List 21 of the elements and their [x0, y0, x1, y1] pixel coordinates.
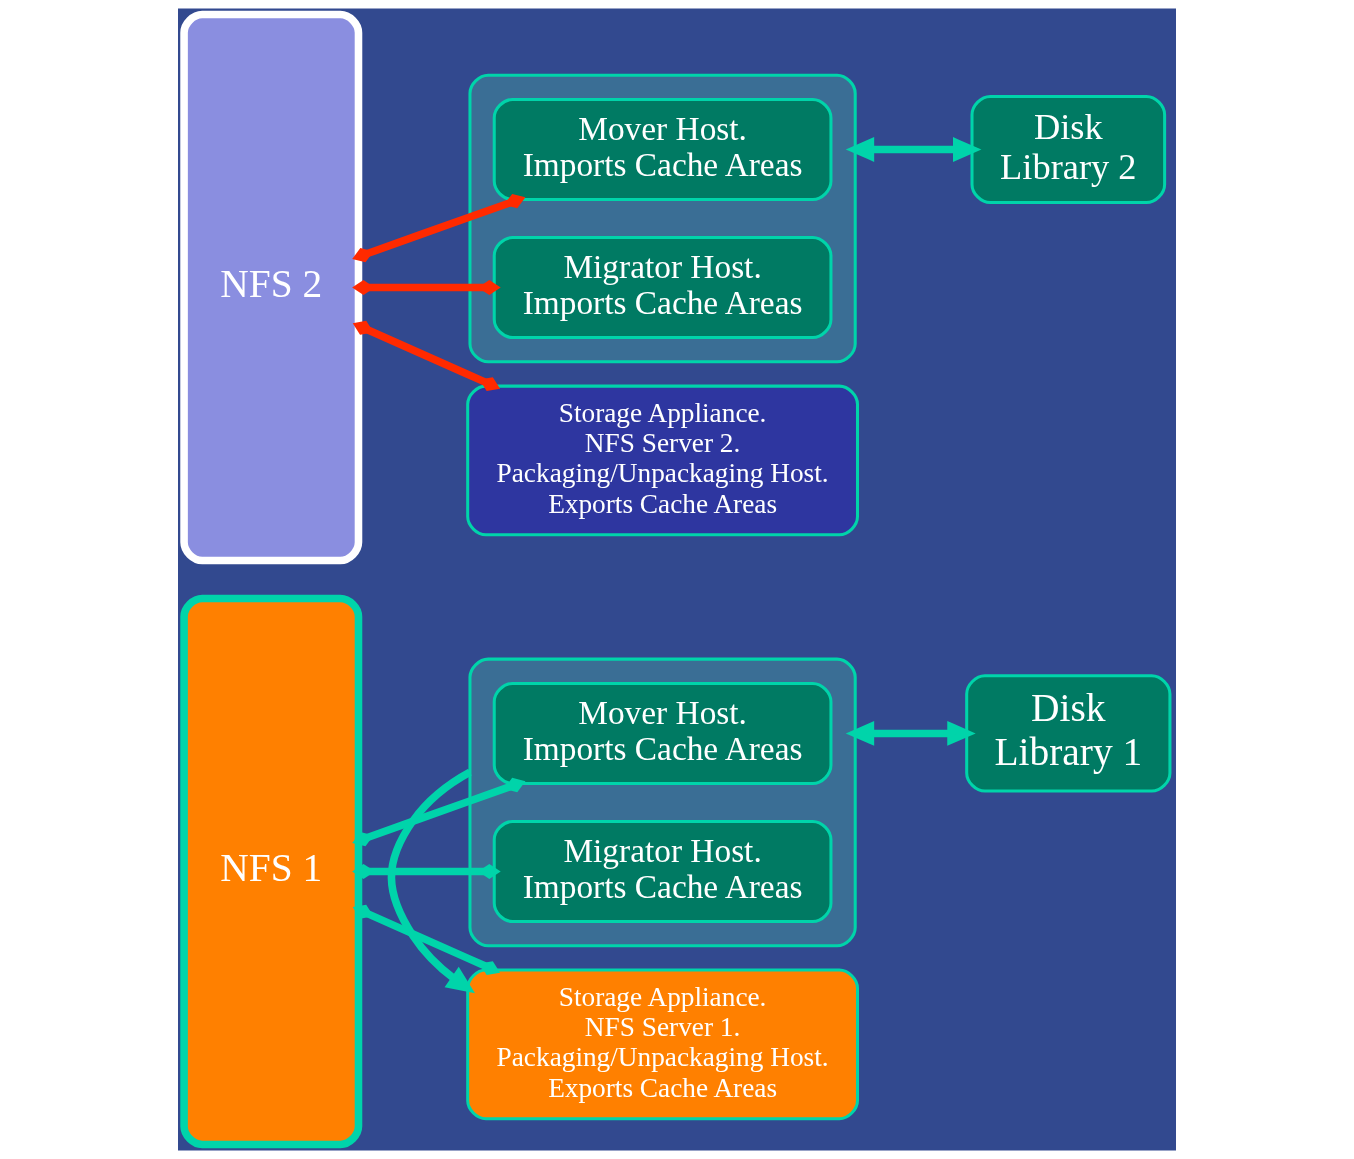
arrow: [387, 768, 475, 994]
node-box: Disk Library 1: [965, 674, 1172, 793]
node-box: Migrator Host. Imports Cache Areas: [492, 235, 833, 340]
connector: [352, 904, 501, 975]
node-box: Mover Host. Imports Cache Areas: [492, 97, 833, 202]
cluster: [468, 657, 857, 948]
node-box: NFS 2: [180, 10, 363, 565]
node-box: Migrator Host. Imports Cache Areas: [492, 819, 833, 924]
node-box: Disk Library 2: [970, 94, 1167, 205]
connector: [352, 777, 526, 847]
arrow: [845, 137, 982, 162]
node-box: Mover Host. Imports Cache Areas: [492, 681, 833, 785]
node-box: NFS 1: [180, 594, 363, 1149]
cluster: [468, 73, 857, 364]
connector: [352, 863, 501, 880]
node-box: Storage Appliance. NFS Server 2. Packaging/Unpackaging Host. Exports Cache Areas: [466, 384, 859, 537]
connector: [352, 193, 526, 263]
connector: [352, 279, 501, 296]
node-box: Storage Appliance. NFS Server 1. Packaging/Unpackaging Host. Exports Cache Areas: [466, 968, 859, 1121]
arrow: [845, 721, 976, 746]
connector: [352, 320, 501, 392]
